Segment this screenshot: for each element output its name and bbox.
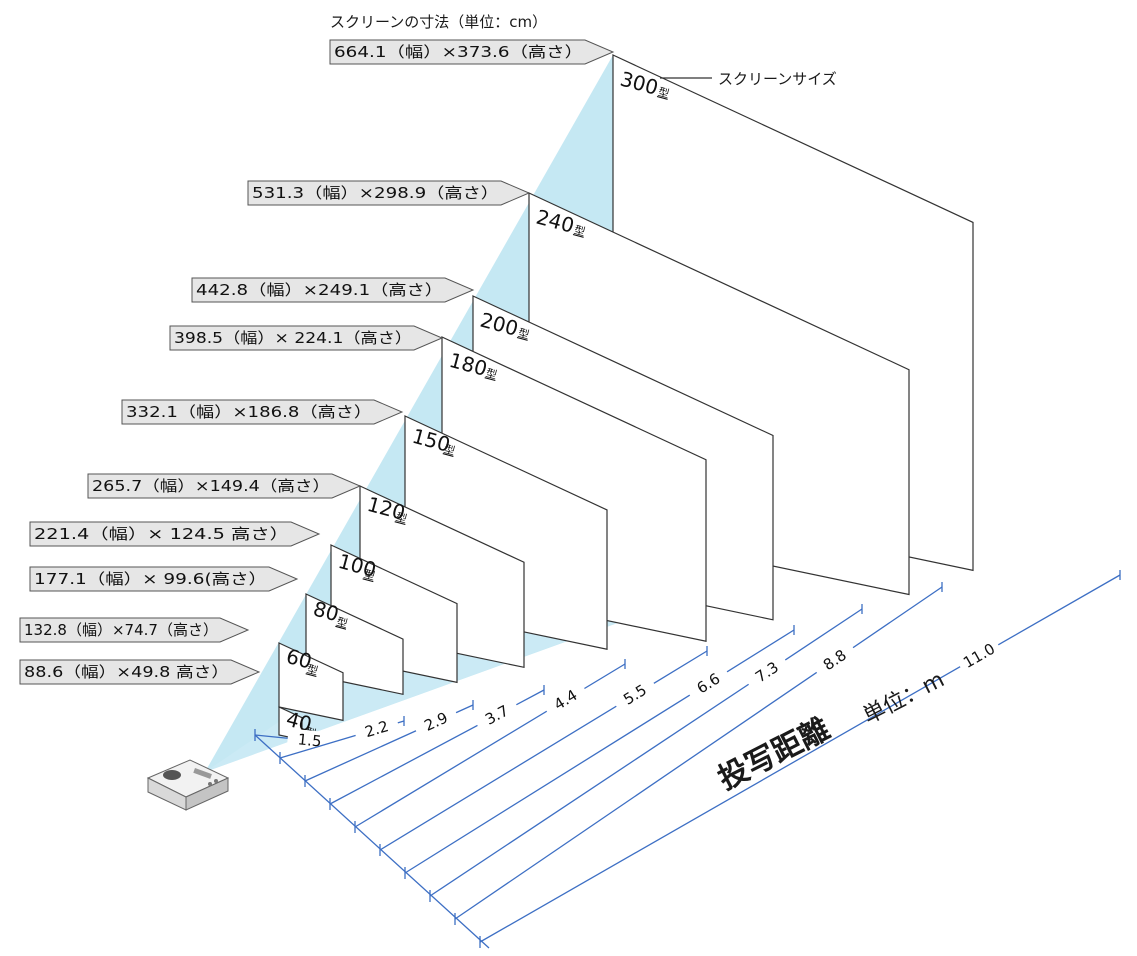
dimension-tag-text: 442.8（幅）×249.1（高さ） bbox=[196, 281, 443, 299]
distance-label-bg bbox=[411, 703, 460, 739]
distance-baseline bbox=[254, 734, 490, 949]
dimension-tag-text: 398.5（幅）× 224.1（高さ） bbox=[174, 329, 412, 347]
screen-unit-label: 型 bbox=[484, 366, 498, 382]
dimension-tag bbox=[121, 399, 404, 425]
dimension-tag bbox=[329, 39, 615, 65]
dimension-tag bbox=[247, 180, 531, 206]
screen-unit-label: 型 bbox=[394, 510, 408, 526]
distance-label-bg bbox=[684, 663, 732, 702]
distance-label-bg bbox=[541, 679, 589, 719]
projector-icon bbox=[146, 759, 230, 811]
distance-label-bg bbox=[472, 695, 521, 733]
distance-label-bg bbox=[811, 639, 858, 680]
screen-unit-label: 型 bbox=[335, 614, 349, 630]
dimension-tag bbox=[19, 659, 261, 685]
screen-layer: 300型240型200型180型150型120型100型80型60型40型 bbox=[278, 54, 974, 741]
distance-label-bg bbox=[955, 636, 1003, 674]
screen-unit-label: 型 bbox=[573, 222, 587, 238]
dimension-tag-text: 664.1（幅）×373.6（高さ） bbox=[334, 43, 583, 61]
screen-unit-label: 型 bbox=[517, 325, 531, 341]
distance-line bbox=[454, 586, 943, 920]
dimension-tags-layer: 88.6（幅）×49.8 高さ） 132.8（幅）×74.7（高さ） 177.1（幅… bbox=[19, 39, 615, 685]
distance-value: 1.5 bbox=[297, 730, 323, 750]
distance-value: 2.2 bbox=[363, 717, 391, 741]
dimension-tag-text: 332.1（幅）×186.8（高さ） bbox=[126, 403, 372, 421]
dimension-tag-text: 531.3（幅）×298.9（高さ） bbox=[252, 184, 499, 202]
dimension-tag-text: 132.8（幅）×74.7（高さ） bbox=[24, 621, 218, 639]
distance-label-bg bbox=[743, 651, 790, 691]
screen-size-label: スクリーンサイズ bbox=[718, 70, 837, 88]
screen-panel bbox=[278, 642, 344, 722]
screen-unit-label: 型 bbox=[442, 441, 456, 457]
screen-unit-label: 型 bbox=[362, 567, 376, 583]
distance-unit: 単位：m bbox=[859, 667, 948, 729]
dimension-tag bbox=[191, 277, 475, 303]
dimensions-title: スクリーンの寸法（単位：cm） bbox=[330, 13, 547, 31]
distance-line bbox=[429, 608, 863, 897]
dimension-tag bbox=[87, 473, 362, 499]
screen-unit-label: 型 bbox=[305, 662, 319, 678]
distance-label-bg bbox=[352, 713, 401, 744]
distance-line bbox=[479, 574, 1121, 943]
dimension-tag-text: 221.4（幅）× 124.5 高さ） bbox=[34, 525, 289, 543]
dimension-tag-text: 265.7（幅）×149.4（高さ） bbox=[92, 477, 330, 495]
dimension-tag bbox=[19, 617, 250, 643]
distance-label-bg bbox=[611, 674, 659, 714]
distance-label-bg bbox=[286, 728, 333, 751]
distance-title: 投写距離 bbox=[713, 711, 836, 797]
screen-unit-label: 型 bbox=[657, 84, 671, 100]
dimension-tag bbox=[29, 566, 299, 592]
dimension-tag bbox=[29, 521, 321, 547]
distance-line bbox=[404, 629, 795, 874]
dimension-tag bbox=[169, 325, 444, 351]
dimension-tag-text: 177.1（幅）× 99.6(高さ） bbox=[34, 570, 267, 588]
dimension-tag-text: 88.6（幅）×49.8 高さ） bbox=[24, 663, 229, 681]
